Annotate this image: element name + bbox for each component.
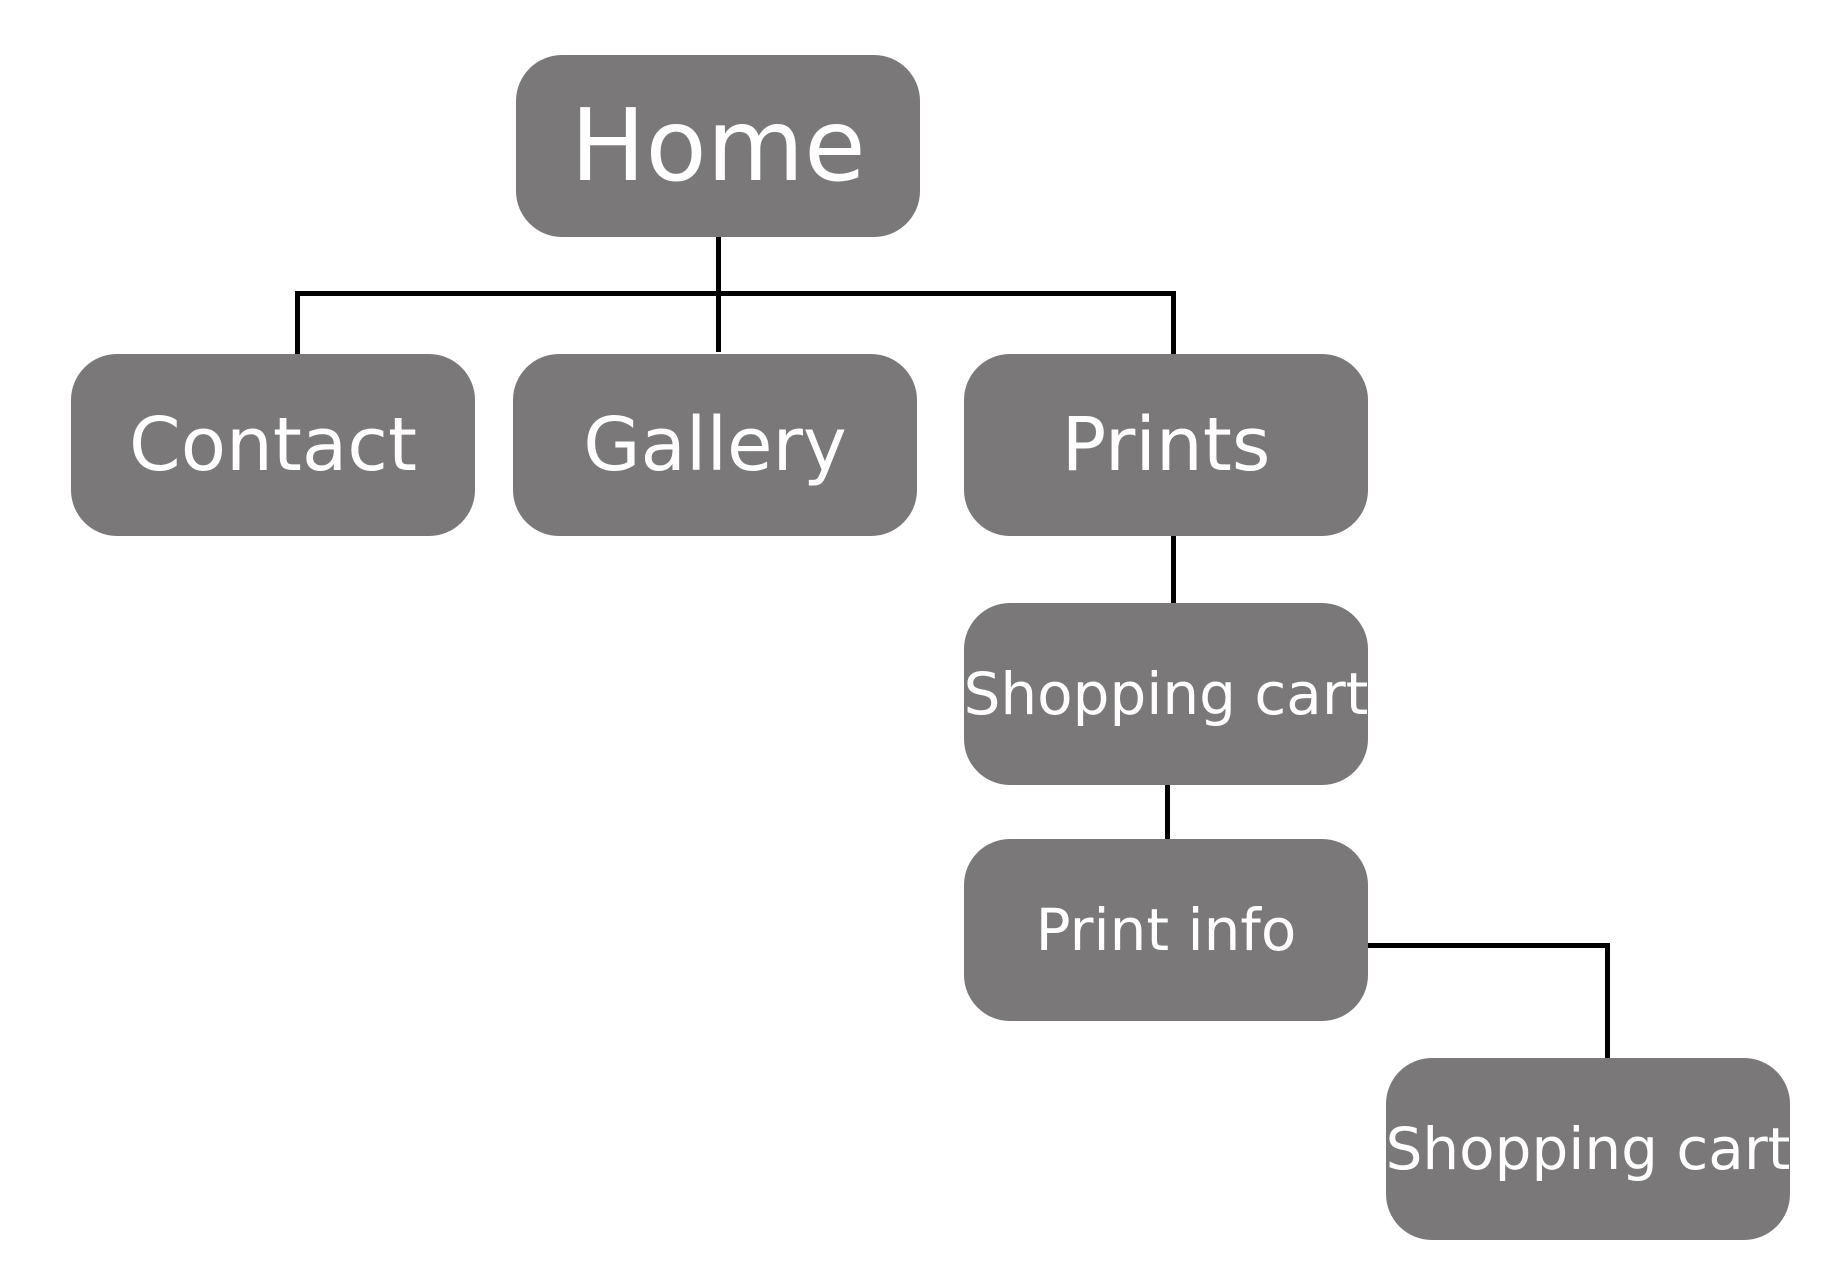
node-prints: Prints — [964, 354, 1368, 536]
connector-shopping-cart-to-print-info — [1165, 785, 1170, 839]
node-print-info: Print info — [964, 839, 1368, 1021]
node-contact: Contact — [71, 354, 475, 536]
connector-prints — [1171, 291, 1176, 354]
node-contact-label: Contact — [129, 402, 417, 488]
node-home-label: Home — [570, 87, 866, 204]
node-gallery: Gallery — [513, 354, 917, 536]
node-shopping-cart: Shopping cart — [964, 603, 1368, 785]
node-shopping-cart-secondary: Shopping cart — [1386, 1058, 1790, 1240]
connector-print-info-to-shopping-cart — [1605, 943, 1610, 1058]
node-gallery-label: Gallery — [583, 402, 847, 488]
node-shopping-cart-label: Shopping cart — [963, 660, 1369, 728]
connector-prints-to-shopping-cart — [1171, 536, 1176, 603]
node-prints-label: Prints — [1061, 402, 1271, 488]
node-shopping-cart-secondary-label: Shopping cart — [1385, 1115, 1791, 1183]
connector-print-info-horizontal — [1368, 943, 1610, 948]
connector-contact — [295, 291, 300, 354]
connector-level1-bus — [295, 291, 1176, 296]
node-print-info-label: Print info — [1035, 896, 1297, 964]
node-home: Home — [516, 55, 920, 237]
